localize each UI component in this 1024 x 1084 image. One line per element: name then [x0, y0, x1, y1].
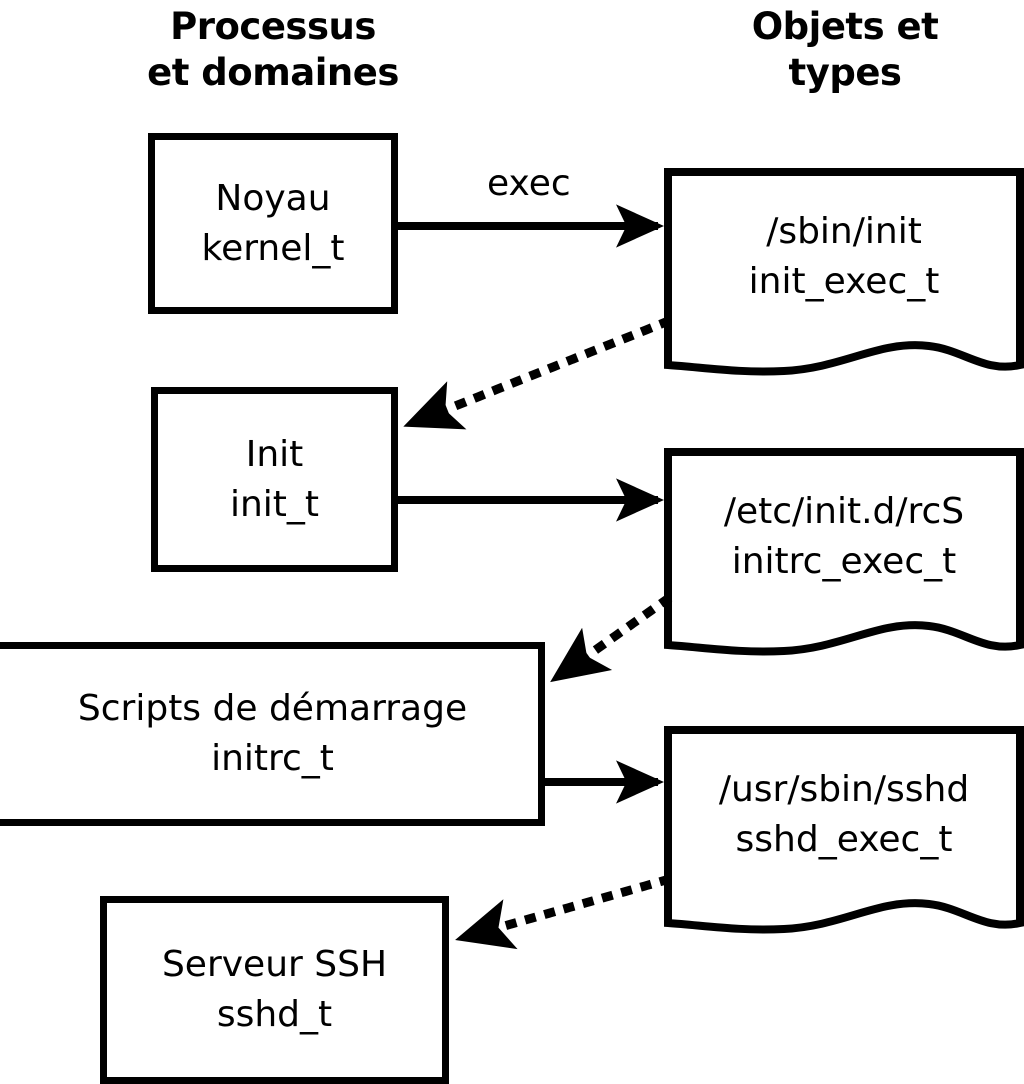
edge-label-exec: exec [487, 163, 571, 204]
process-label-init: Init init_t [229, 433, 320, 525]
edge-init-exec-to-init [403, 316, 672, 430]
process-box-sshd[interactable]: Serveur SSH sshd_t [100, 896, 449, 1084]
object-shape-initrc-exec [664, 448, 1024, 656]
object-shape-init-exec [664, 168, 1024, 376]
process-box-kernel[interactable]: Noyau kernel_t [148, 133, 398, 314]
process-box-init[interactable]: Init init_t [151, 387, 398, 572]
process-label-sshd: Serveur SSH sshd_t [161, 944, 388, 1035]
process-box-initrc[interactable]: Scripts de démarrage initrc_t [0, 642, 545, 826]
process-label-kernel: Noyau kernel_t [201, 177, 345, 269]
edge-sshd-exec-to-sshd [455, 874, 672, 950]
edge-rcs-to-initrc [549, 593, 673, 685]
process-label-initrc: Scripts de démarrage initrc_t [77, 688, 468, 779]
column-header-processes: Processus et domaines [147, 5, 399, 94]
column-header-objects: Objets et types [751, 5, 939, 94]
object-shape-sshd-exec [664, 726, 1024, 934]
